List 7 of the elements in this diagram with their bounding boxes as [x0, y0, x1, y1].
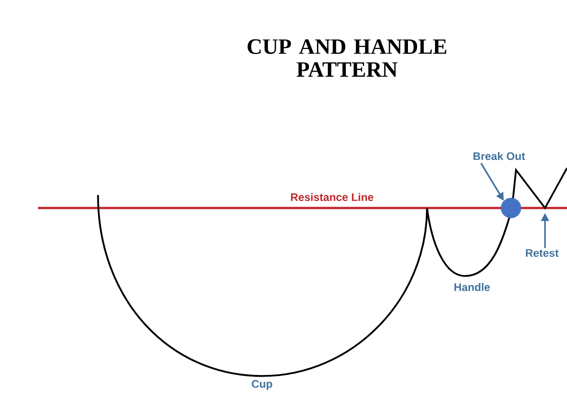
- title: CUP AND HANDLE PATTERN: [248, 39, 446, 77]
- resistance-label: Resistance Line: [291, 192, 374, 202]
- callout-text: Retest: [526, 249, 559, 257]
- part-label: Handle: [454, 282, 490, 292]
- breakout-dot: [500, 198, 522, 218]
- part-label: Cup: [252, 380, 272, 390]
- callout-text: Break Out: [474, 152, 526, 160]
